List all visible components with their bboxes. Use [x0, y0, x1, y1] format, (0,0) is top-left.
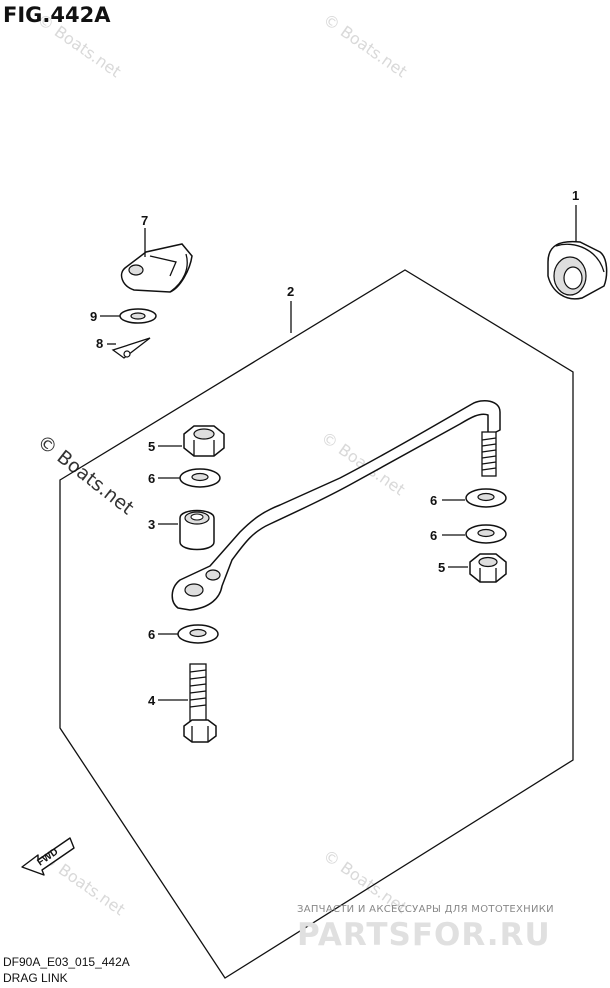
callout-5-left: 5 — [148, 439, 155, 454]
brand-tagline: ЗАПЧАСТИ И АКСЕССУАРЫ ДЛЯ МОТОТЕХНИКИ — [297, 904, 554, 915]
part-1-grommet — [547, 240, 608, 300]
callout-3: 3 — [148, 517, 155, 532]
callout-6-right-upper: 6 — [430, 493, 437, 508]
callout-6-right-lower: 6 — [430, 528, 437, 543]
callout-6-left-lower: 6 — [148, 627, 155, 642]
part-9-washer — [119, 308, 157, 324]
assembly-frame — [59, 269, 574, 979]
part-4-bolt — [183, 663, 217, 743]
callout-7: 7 — [141, 213, 148, 228]
callout-9: 9 — [90, 309, 97, 324]
callout-5-right: 5 — [438, 560, 445, 575]
part-8-cotter-pin — [111, 337, 151, 359]
part-6-washer-right-lower — [465, 524, 507, 544]
callout-1: 1 — [572, 188, 579, 203]
callout-4: 4 — [148, 693, 156, 708]
callout-numbers: 1 2 3 4 5 5 6 6 6 6 7 8 9 — [90, 188, 579, 708]
part-5-lock-nut-left — [183, 425, 225, 457]
brand-logo: PARTSFOR.RU — [297, 917, 551, 953]
callout-2: 2 — [287, 284, 294, 299]
callout-6-left-upper: 6 — [148, 471, 155, 486]
part-6-washer-left-upper — [179, 468, 221, 488]
part-6-washer-left-lower — [177, 624, 219, 644]
figure-code: DF90A_E03_015_442A — [3, 955, 130, 969]
copyright-watermark: © Boats.net — [33, 431, 138, 520]
watermark-2: © Boats.net — [320, 10, 411, 82]
part-5-lock-nut-right — [469, 553, 507, 583]
part-3-bushing — [179, 509, 215, 551]
part-2-drag-link-rod — [171, 399, 501, 611]
part-7-clevis — [120, 243, 193, 293]
part-6-washer-right-upper — [465, 488, 507, 508]
callout-8: 8 — [96, 336, 103, 351]
figure-caption: DRAG LINK — [3, 971, 68, 985]
figure-title: FIG.442A — [3, 3, 111, 27]
